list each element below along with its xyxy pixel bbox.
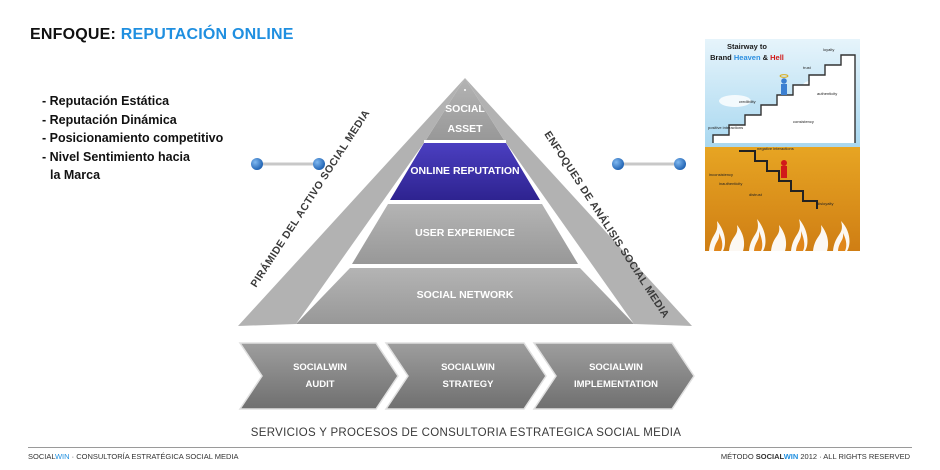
hell-flames-inner [714,231,847,251]
pyramid-right-face [465,78,692,326]
stairway-title-brand: Brand [710,53,734,62]
footer-right-prefix: MÉTODO [720,452,756,461]
service-label-line2: IMPLEMENTATION [574,379,658,390]
focus-bullet-list: - Reputación Estática - Reputación Dinám… [42,92,223,185]
left-connector [251,158,325,170]
footer-brand-social: SOCIAL [28,452,55,461]
connector-dot [612,158,624,170]
footer-right-text: 2012 · ALL RIGHTS RESERVED [798,452,910,461]
service-chevron-implementation: SOCIALWIN IMPLEMENTATION [532,342,695,410]
stairway-title-line1: Stairway to [727,42,767,51]
stairway-title-amp: & [761,53,771,62]
hell-label: inconsistency [709,172,733,177]
service-label-line1: SOCIALWIN [293,362,347,373]
service-label-line2: STRATEGY [442,379,494,390]
level-label-social: SOCIAL [445,103,485,115]
right-connector [612,158,686,170]
bullet-item: - Posicionamiento competitivo [42,131,224,145]
service-chevron-strategy: SOCIALWIN STRATEGY [384,342,547,410]
footer-right-brand-social: SOCIAL [755,452,784,461]
level-label-social-network: SOCIAL NETWORK [417,289,514,301]
services-caption: SERVICIOS Y PROCESOS DE CONSULTORIA ESTR… [251,427,681,439]
pyramid-level-social-asset [426,78,504,140]
stairway-title-heaven: Heaven [734,53,761,62]
footer-right-brand-win: WIN [783,452,799,461]
heaven-label: authenticity [817,91,837,96]
service-label-line1: SOCIALWIN [441,362,495,373]
footer-left-text: · CONSULTORÍA ESTRATÉGICA SOCIAL MEDIA [69,452,239,461]
heaven-label: consistency [793,119,814,124]
connector-dot [674,158,686,170]
service-chevron-audit: SOCIALWIN AUDIT [238,342,399,410]
level-label-asset: ASSET [447,123,483,135]
bullet-item: - Nivel Sentimiento hacia [42,149,190,164]
pyramid-level-social-network [296,268,634,324]
footer-brand-win: WIN [54,452,70,461]
angel-figure [779,74,789,95]
pyramid-apex-dot [464,89,466,91]
connector-dot [251,158,263,170]
heaven-label: positive interactions [708,125,743,130]
heaven-label: loyalty [823,47,834,52]
heaven-label: trust [803,65,812,70]
stairway-illustration: Stairway to Brand Heaven & Hell loyalty … [705,39,860,251]
stairway-title-hell: Hell [770,53,784,62]
hell-label: disloyalty [817,201,833,206]
hell-label: negative interactions [757,146,794,151]
title-highlight: REPUTACIÓN ONLINE [120,26,294,43]
footer-left: SOCIALWIN · CONSULTORÍA ESTRATÉGICA SOCI… [28,452,238,461]
page-title: ENFOQUE: REPUTACIÓN ONLINE [30,26,294,44]
service-label-line1: SOCIALWIN [589,362,643,373]
stairway-title-line2: Brand Heaven & Hell [710,53,784,62]
bullet-item: - Reputación Dinámica [42,112,177,127]
title-prefix: ENFOQUE: [30,26,121,43]
connector-dot [313,158,325,170]
bullet-item: la Marca [42,166,223,185]
bullet-continuation: la Marca [50,168,101,182]
hell-label: distrust [749,192,763,197]
hell-label: inauthenticity [719,181,742,186]
bullet-item: - Reputación Estática [42,94,170,108]
footer-divider [28,447,912,448]
devil-figure [781,160,787,178]
service-label-line2: AUDIT [305,379,334,390]
level-label-online-reputation: ONLINE REPUTATION [410,165,519,177]
pyramid-left-face [238,78,465,326]
level-label-user-experience: USER EXPERIENCE [415,227,515,239]
footer-right: MÉTODO SOCIALWIN 2012 · ALL RIGHTS RESER… [721,452,910,461]
pyramid-level-online-reputation [390,143,540,200]
heaven-label: credibility [739,99,756,104]
hell-staircase [739,150,818,209]
pyramid-level-user-experience [352,204,578,264]
